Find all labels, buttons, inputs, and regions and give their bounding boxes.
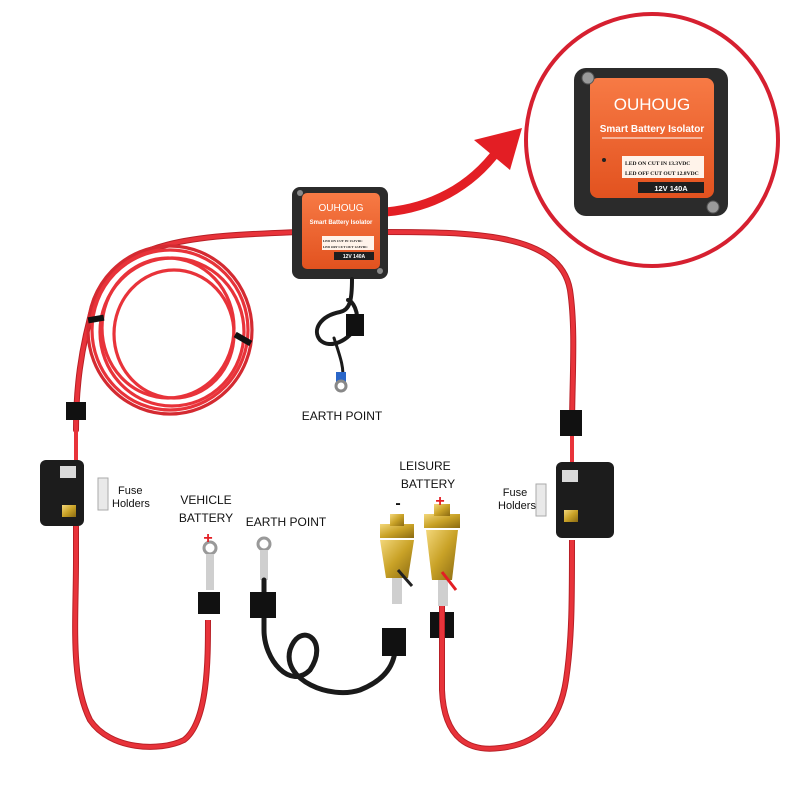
leisure-plus-sign: +	[435, 493, 444, 510]
red-cable-loop	[73, 229, 577, 433]
right-fuse-branch	[535, 410, 614, 538]
fuse-icon	[97, 477, 109, 511]
fuse-left-label-2: Holders	[112, 498, 150, 510]
left-fuse-branch	[40, 402, 211, 750]
ring-terminal-icon	[256, 536, 272, 552]
earth-cable-bottom	[250, 536, 399, 696]
zoom-screw-icon	[581, 71, 595, 85]
isolator-brand: OUHOUG	[319, 203, 364, 214]
earth-point-bottom-label: EARTH POINT	[246, 515, 327, 529]
wire-clip	[346, 314, 364, 336]
wire-clip	[250, 592, 276, 618]
wire-clip	[382, 628, 406, 656]
vehicle-battery-label-1: VEHICLE	[180, 493, 231, 507]
fuse-icon	[535, 483, 547, 517]
isolator-product-name: Smart Battery Isolator	[310, 220, 373, 226]
zoom-led-indicator	[602, 158, 606, 162]
wire-clip	[66, 402, 86, 420]
fuse-right-label-2: Holders	[498, 500, 536, 512]
positive-terminal-icon	[424, 504, 460, 606]
isolator-led-off: LED OFF CUT OUT 12.8VDC	[323, 245, 368, 249]
leisure-battery-terminals	[380, 504, 575, 752]
isolator-rating: 12V 140A	[343, 254, 366, 260]
fuse-right-label-1: Fuse	[503, 487, 527, 499]
screw-icon	[297, 190, 303, 196]
zoom-screw-icon	[706, 200, 720, 214]
earth-point-top-label: EARTH POINT	[302, 409, 383, 423]
callout-arrow-head-icon	[474, 128, 522, 170]
zoom-led-on: LED ON CUT IN 13.3VDC	[625, 161, 690, 167]
zoom-led-off: LED OFF CUT OUT 12.8VDC	[625, 171, 699, 177]
isolator-led-on: LED ON CUT IN 13.3VDC	[323, 239, 363, 243]
callout-arrow	[381, 145, 503, 217]
callout-zoom: OUHOUG Smart Battery Isolator LED ON CUT…	[524, 12, 780, 268]
screw-icon	[377, 268, 383, 274]
wire-clip	[198, 592, 220, 614]
vehicle-battery-terminal	[198, 540, 220, 614]
vehicle-plus-sign: +	[203, 530, 212, 547]
zoom-brand: OUHOUG	[614, 95, 691, 114]
battery-isolator: OUHOUG Smart Battery Isolator LED ON CUT…	[292, 187, 388, 279]
leisure-battery-label-1: LEISURE	[399, 459, 450, 473]
negative-terminal-icon	[380, 514, 414, 604]
fuse-left-label-1: Fuse	[118, 485, 142, 497]
ring-terminal-icon	[334, 372, 348, 393]
wire-clip	[560, 410, 582, 436]
zoom-rating: 12V 140A	[654, 184, 688, 193]
vehicle-battery-label-2: BATTERY	[179, 511, 233, 525]
zoom-led-panel	[622, 156, 704, 178]
leisure-minus-sign: -	[395, 495, 400, 512]
zoom-product-name: Smart Battery Isolator	[600, 124, 705, 135]
leisure-battery-label-2: BATTERY	[401, 477, 455, 491]
red-cable-coil	[86, 244, 254, 416]
